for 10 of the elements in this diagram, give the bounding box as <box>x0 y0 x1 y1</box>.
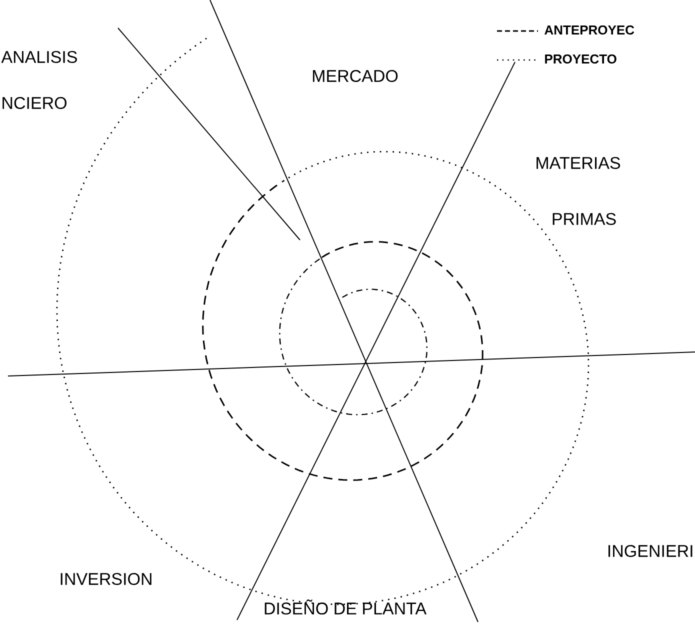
legend-label: PROYECTO <box>545 54 616 64</box>
sector-label: MATERIAS <box>536 156 620 170</box>
sector-label: NCIERO <box>2 96 66 110</box>
sector-label: INGENIERI <box>608 544 692 558</box>
sector-label: PRIMAS <box>552 212 616 226</box>
legend-label: ANTEPROYEC <box>544 25 634 35</box>
sector-label: DISEÑO DE PLANTA <box>264 599 427 615</box>
sector-label: ANALISIS <box>1 50 77 64</box>
sector-label: MERCADO <box>312 70 398 82</box>
sector-label: INVERSION <box>60 572 152 586</box>
